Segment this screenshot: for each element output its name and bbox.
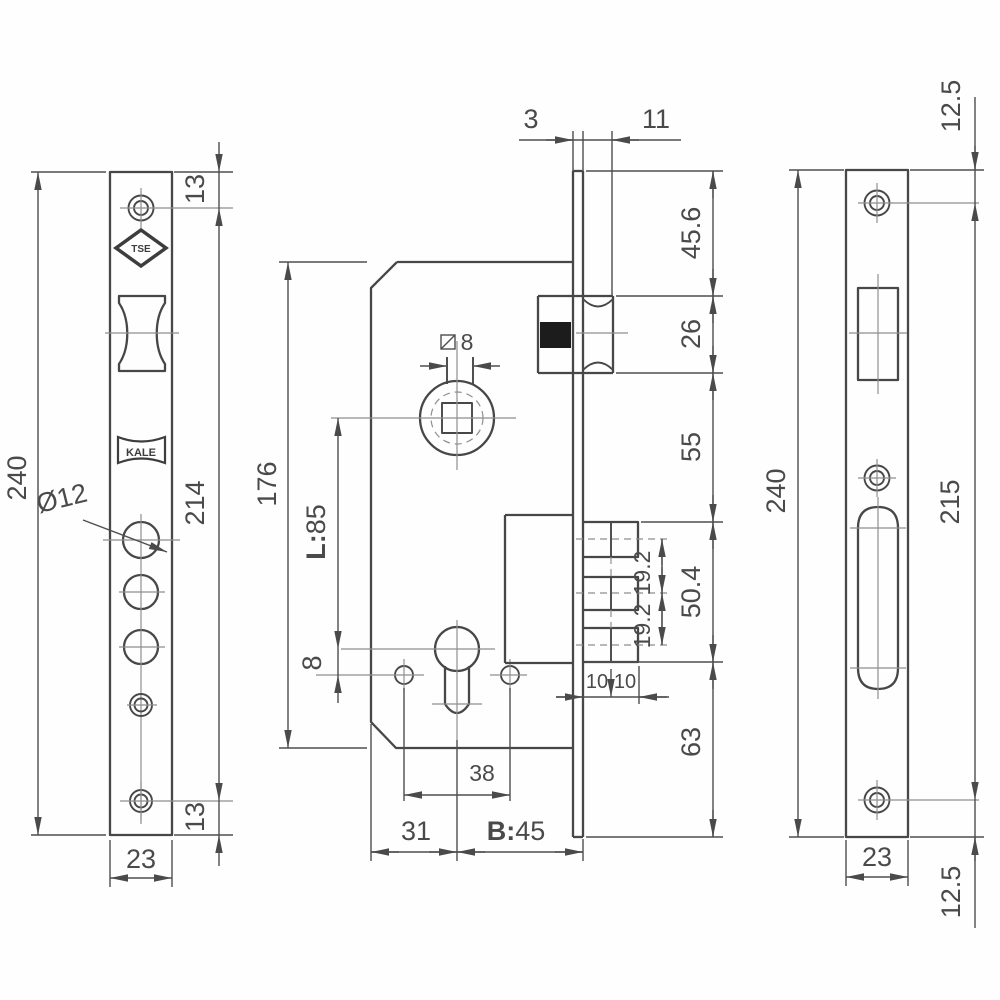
dimension-tooth-pitch: 19.2 19.2 (629, 539, 666, 649)
screw-span-label: 38 (469, 760, 495, 786)
faceplate-latch-opening (105, 294, 179, 373)
dimension-lock-centers: L:85 (301, 418, 342, 649)
tse-logo: TSE (113, 227, 169, 269)
faceplate-height-label: 240 (2, 455, 32, 500)
faceplate-edge (571, 169, 585, 839)
strike-bottom-screw-hole (858, 780, 979, 820)
lock-body-view: 8 (252, 104, 723, 861)
bolt-to-bottom-label: 63 (676, 727, 706, 757)
throw-a-label: 10 (586, 671, 608, 693)
faceplate-top-screw-hole (120, 188, 233, 228)
tooth-pitch-b-label: 19.2 (629, 604, 655, 649)
dimension-strike-width: 23 (845, 840, 909, 886)
strike-deadbolt-opening (850, 497, 906, 699)
strike-hole-span-label: 215 (935, 479, 965, 524)
latch-height-label: 26 (676, 319, 706, 349)
plate-thickness-label: 3 (523, 104, 538, 134)
faceplate-bottom-offset-label: 13 (180, 802, 210, 832)
faceplate-top-offset-label: 13 (180, 174, 210, 204)
dimension-screw-span: 38 (403, 688, 511, 801)
dimension-faceplate-width: 23 (109, 840, 173, 887)
dimension-cylinder-offset: 8 (297, 649, 342, 703)
dimension-spindle-square: 8 (420, 329, 500, 370)
euro-cylinder-hole (341, 620, 495, 740)
dimension-strike-hole-offsets: 12.5 215 12.5 (910, 80, 984, 928)
strike-plate-view: 240 12.5 215 12.5 23 (761, 80, 984, 928)
deadbolt (503, 513, 668, 665)
latch-to-bolt-label: 55 (676, 432, 706, 462)
strike-plate-outline (844, 168, 910, 839)
strike-center-screw-hole (858, 459, 896, 497)
hole-diameter-label: Ø12 (33, 478, 90, 519)
dimension-backset: 31 B:45 (370, 724, 584, 861)
faceplate-hole-span-label: 214 (180, 480, 210, 525)
latch-bolt-black-section (540, 322, 571, 348)
case-height-label: 176 (252, 461, 282, 506)
strike-height-label: 240 (761, 468, 791, 513)
cylinder-offset-label: 8 (297, 655, 327, 670)
dimension-strike-height: 240 (761, 169, 844, 838)
fixing-screw-holes (316, 659, 527, 691)
square-section-icon (440, 334, 456, 350)
lock-centers-label: L:85 (301, 504, 331, 560)
kale-logo-text: KALE (126, 447, 156, 459)
dimension-case-height: 176 (252, 261, 367, 749)
dimension-plate-and-latch: 3 11 (519, 104, 681, 296)
faceplate-outline (108, 170, 174, 837)
top-to-latch-label: 45.6 (676, 207, 706, 260)
faceplate-front-view: TSE KALE (2, 142, 233, 887)
spindle-square-label: 8 (461, 329, 474, 355)
kale-logo: KALE (116, 435, 167, 465)
edge-to-center-label: 31 (401, 816, 431, 846)
latch-protrusion-label: 11 (642, 104, 670, 134)
latch-bolt (536, 294, 628, 375)
tse-logo-text: TSE (131, 244, 151, 255)
strike-top-screw-hole (858, 183, 979, 223)
dimension-chain-right: 45.6 26 55 50.4 63 (586, 170, 723, 838)
dimension-faceplate-height: 240 (2, 171, 106, 836)
dimension-faceplate-hole-offsets: 13 214 13 (174, 142, 233, 866)
faceplate-bolt-holes (103, 514, 180, 824)
follower-hub (331, 341, 516, 470)
strike-bottom-offset-label: 12.5 (936, 866, 966, 919)
strike-top-offset-label: 12.5 (936, 80, 966, 133)
strike-latch-opening (849, 274, 907, 394)
dimension-hole-diameter: Ø12 (33, 478, 168, 553)
tooth-pitch-a-label: 19.2 (629, 551, 655, 596)
bolt-height-label: 50.4 (676, 566, 706, 619)
throw-b-label: 10 (614, 671, 636, 693)
dimension-bolt-throw: 10 10 (556, 666, 669, 704)
strike-width-label: 23 (862, 842, 892, 872)
faceplate-bottom-screw-hole (120, 781, 233, 821)
faceplate-small-screw-hole (127, 693, 157, 717)
lock-case-outline (369, 260, 573, 750)
faceplate-width-label: 23 (126, 844, 156, 874)
backset-label: B:45 (487, 816, 546, 846)
